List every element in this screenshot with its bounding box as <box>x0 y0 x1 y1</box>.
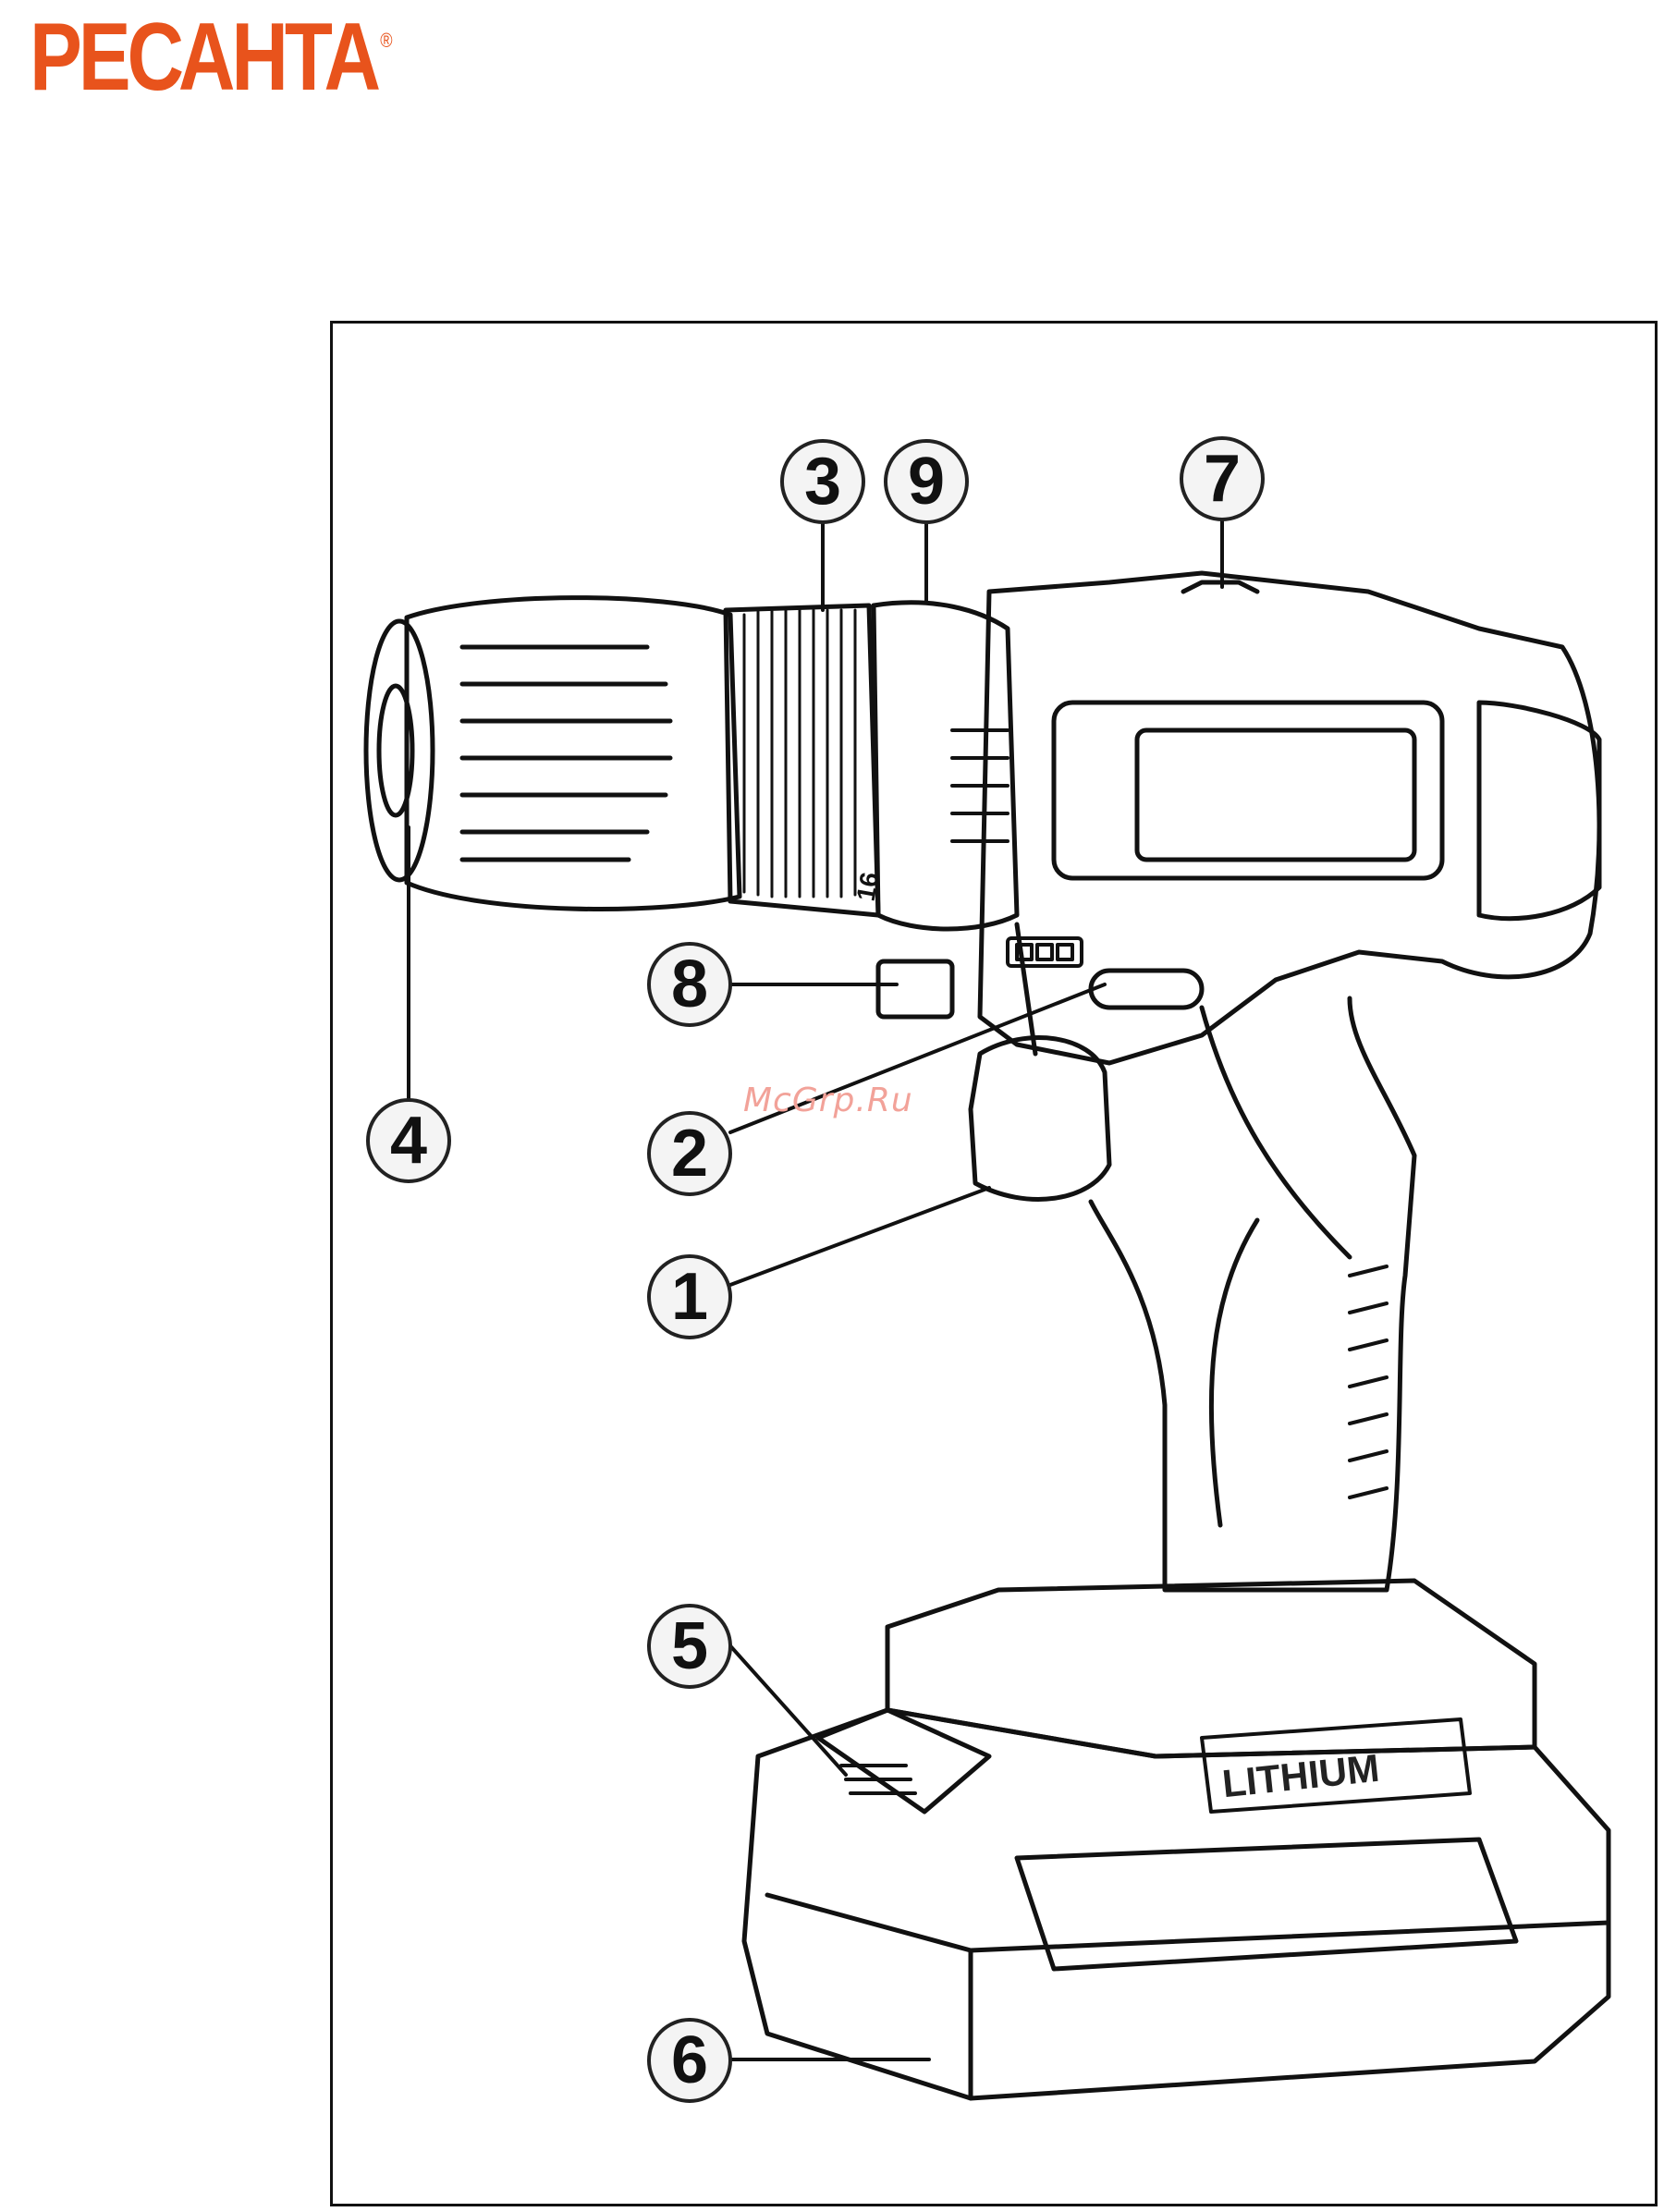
handle <box>1091 998 1414 1590</box>
gear-collar <box>874 603 1017 929</box>
direction-switch <box>1091 971 1202 1008</box>
trigger <box>971 1038 1109 1200</box>
dial-number: 16 <box>851 870 885 903</box>
callout-3: 3 <box>780 439 865 524</box>
callout-9: 9 <box>884 439 969 524</box>
callout-4: 4 <box>366 1098 451 1183</box>
callout-6: 6 <box>647 2018 732 2103</box>
callout-5: 5 <box>647 1604 732 1689</box>
led-light <box>878 961 952 1017</box>
drill-body <box>980 573 1599 1063</box>
callout-2: 2 <box>647 1111 732 1196</box>
chuck <box>366 598 878 915</box>
callout-1: 1 <box>647 1254 732 1339</box>
leader-lines <box>409 514 1222 2059</box>
callout-8: 8 <box>647 942 732 1027</box>
torque-ring <box>744 610 855 897</box>
callout-7: 7 <box>1180 436 1265 521</box>
battery-pack <box>744 1581 1609 2098</box>
watermark: McGrp.Ru <box>743 1082 913 1119</box>
